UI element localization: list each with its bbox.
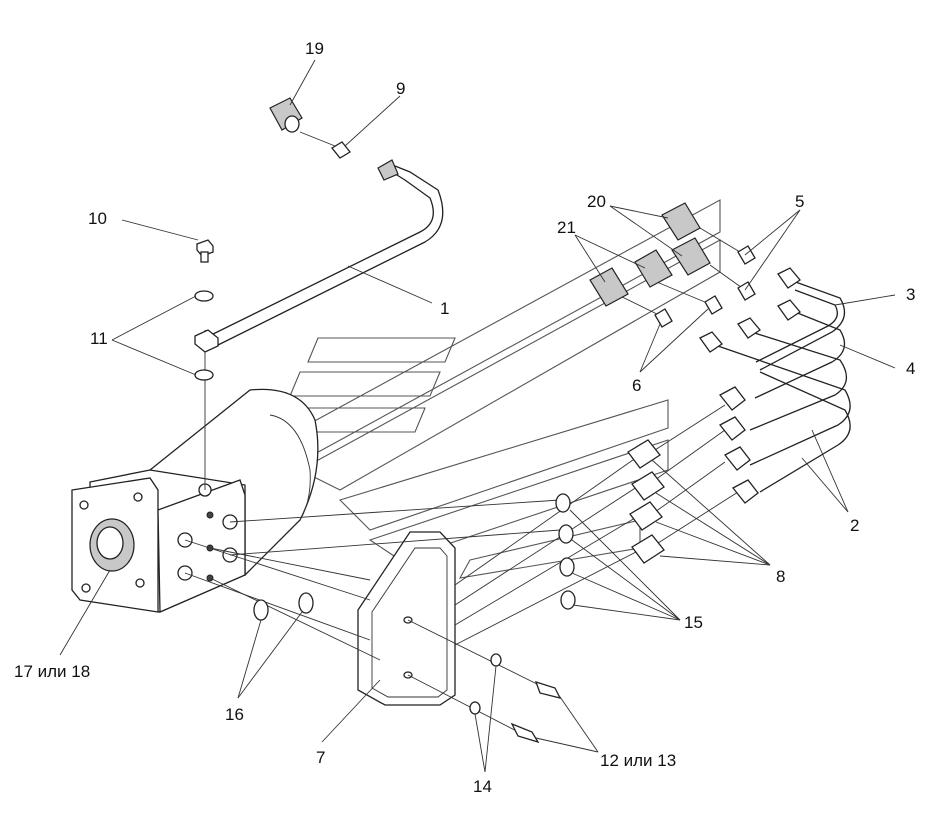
label-9: 9	[396, 79, 405, 98]
leader-lines	[59, 59, 896, 773]
label-2: 2	[850, 516, 859, 535]
label-12-13: 12 или 13	[600, 751, 676, 770]
bolts-washers	[469, 653, 562, 744]
fittings-20-21-5-6	[589, 202, 756, 328]
label-3: 3	[906, 285, 915, 304]
flange-plate	[357, 531, 456, 706]
bolt-10	[196, 239, 214, 263]
label-4: 4	[906, 359, 915, 378]
label-14: 14	[473, 777, 492, 796]
label-1: 1	[440, 299, 449, 318]
label-15: 15	[684, 613, 703, 632]
label-21: 21	[557, 218, 576, 237]
label-17-18: 17 или 18	[14, 662, 90, 681]
label-20: 20	[587, 192, 606, 211]
tube-1	[194, 159, 444, 353]
label-5: 5	[795, 192, 804, 211]
label-8: 8	[776, 567, 785, 586]
label-16: 16	[225, 705, 244, 724]
callout-labels: 19 9 10 11 1 20 21 5 3 4 6 2 8 15 17 или…	[14, 39, 915, 796]
assembly-lines	[184, 131, 746, 739]
label-6: 6	[632, 376, 641, 395]
label-7: 7	[316, 748, 325, 767]
adapters-8	[627, 439, 665, 564]
o-rings	[194, 290, 576, 621]
hydraulic-pump	[71, 388, 319, 613]
label-19: 19	[305, 39, 324, 58]
tubes-2-3-4	[699, 267, 851, 504]
label-11: 11	[90, 329, 108, 348]
label-10: 10	[88, 209, 107, 228]
fitting-19	[269, 97, 351, 159]
